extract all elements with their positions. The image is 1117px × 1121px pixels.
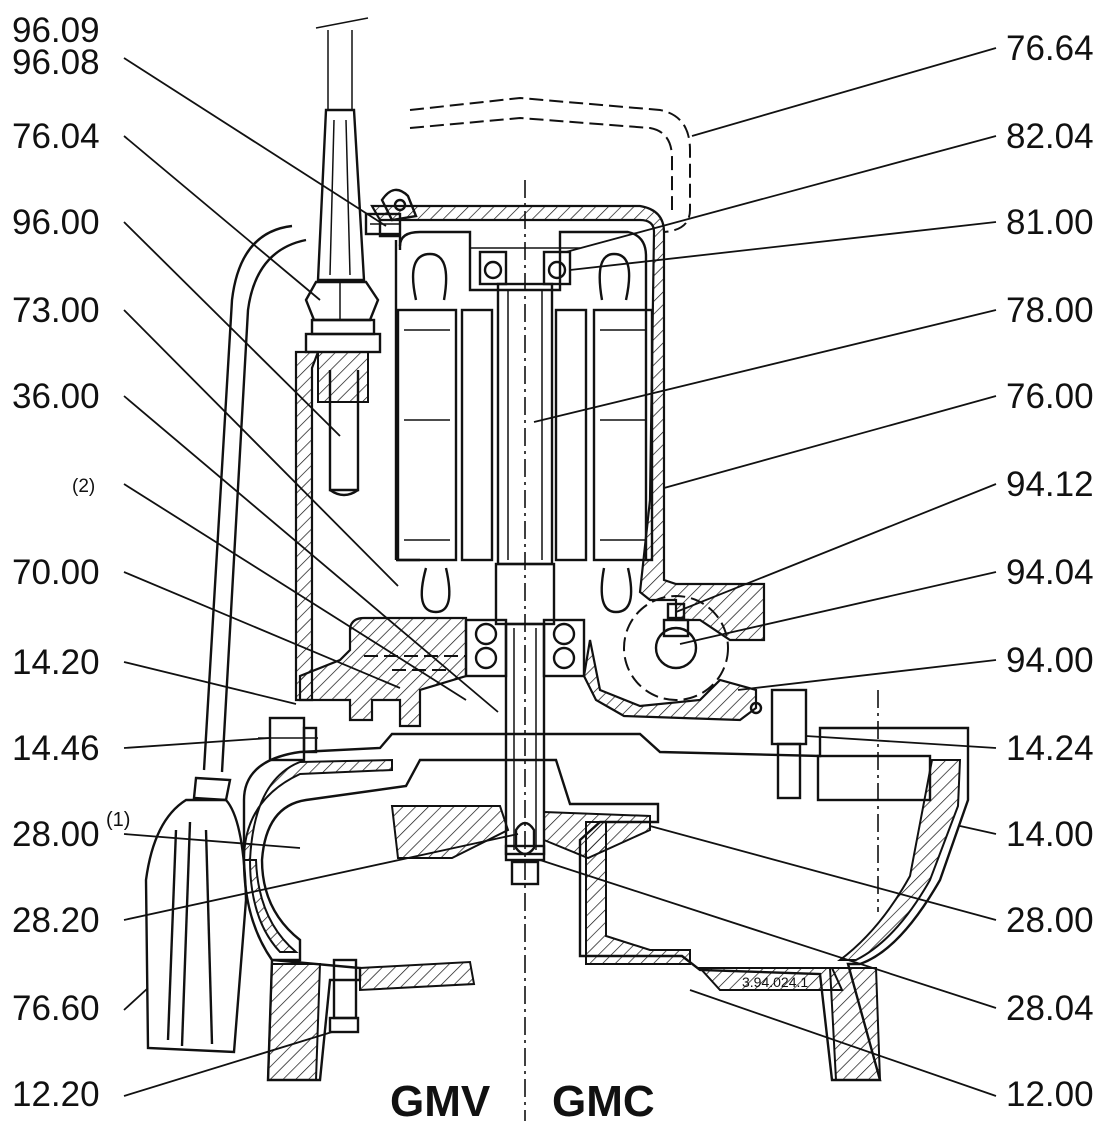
label-96-09: 96.09 — [12, 11, 100, 50]
label-28-20: 28.20 — [12, 901, 100, 940]
label-81-00: 81.00 — [1006, 203, 1094, 242]
bottom-screw — [328, 958, 360, 1034]
label-14-24: 14.24 — [1006, 729, 1094, 768]
pump-line-art — [144, 17, 970, 1121]
label-96-08: 96.08 — [12, 43, 100, 82]
right-labels: 76.64 82.04 81.00 78.00 76.00 94.12 94.0… — [1006, 29, 1094, 1114]
seal-plug — [623, 595, 729, 701]
label-94-00: 94.00 — [1006, 641, 1094, 680]
label-footnote-1: (1) — [106, 809, 130, 831]
label-76-04: 76.04 — [12, 117, 100, 156]
label-94-12: 94.12 — [1006, 465, 1094, 504]
label-28-00-note1: 28.00 — [12, 815, 100, 854]
label-36-00: 36.00 — [12, 377, 100, 416]
winding-bottom-right — [600, 567, 633, 614]
oil-chamber-left — [298, 616, 468, 728]
stator — [396, 308, 654, 562]
oil-chamber-right — [582, 639, 758, 722]
label-94-04: 94.04 — [1006, 553, 1094, 592]
label-14-46: 14.46 — [12, 729, 100, 768]
power-cable — [315, 17, 369, 282]
left-labels: 96.09 96.08 76.04 96.00 73.00 36.00 (2) … — [12, 11, 130, 1114]
lower-bearing — [464, 618, 586, 678]
impeller — [390, 805, 651, 886]
float-switch — [144, 224, 307, 1054]
variant-label-gmv: GMV — [390, 1077, 491, 1121]
label-12-00: 12.00 — [1006, 1075, 1094, 1114]
leader-lines — [123, 47, 997, 1097]
label-76-60: 76.60 — [12, 989, 100, 1028]
label-73-00: 73.00 — [12, 291, 100, 330]
drawing-code: 3.94.024.1 — [742, 974, 808, 990]
cable-gland — [304, 280, 382, 497]
volute-casing — [242, 726, 970, 1082]
label-76-00: 76.00 — [1006, 377, 1094, 416]
label-70-00: 70.00 — [12, 553, 100, 592]
label-82-04: 82.04 — [1006, 117, 1094, 156]
label-76-64: 76.64 — [1006, 29, 1094, 68]
label-14-20: 14.20 — [12, 643, 100, 682]
side-screw — [749, 688, 808, 800]
label-12-20: 12.20 — [12, 1075, 100, 1114]
label-note-2: (2) — [72, 476, 95, 497]
label-96-00: 96.00 — [12, 203, 100, 242]
float-contour — [409, 96, 691, 233]
winding-top-right — [598, 252, 631, 301]
winding-top-left — [411, 252, 448, 301]
label-28-04: 28.04 — [1006, 989, 1094, 1028]
float-contour-inner — [409, 116, 673, 210]
label-78-00: 78.00 — [1006, 291, 1094, 330]
label-28-00: 28.00 — [1006, 901, 1094, 940]
winding-bottom-left — [420, 567, 451, 614]
label-14-00: 14.00 — [1006, 815, 1094, 854]
variant-label-gmc: GMC — [552, 1077, 655, 1121]
